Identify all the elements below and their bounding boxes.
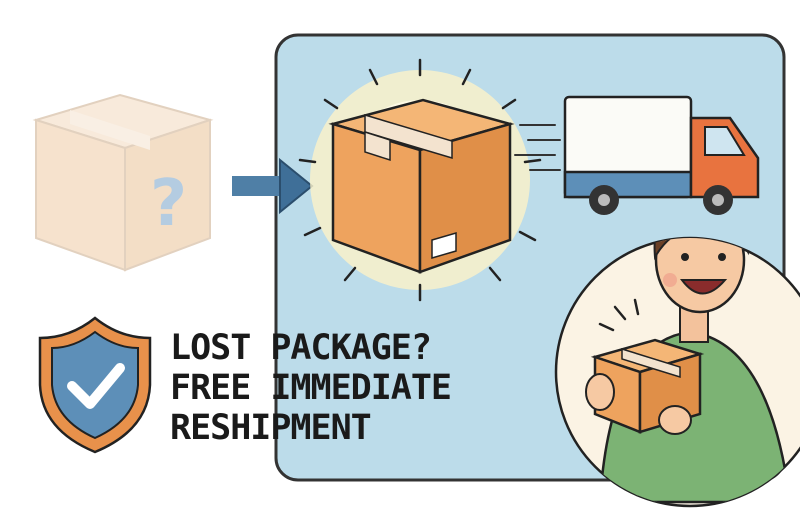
svg-text:?: ? — [150, 167, 187, 241]
happy-person-icon — [554, 236, 800, 508]
headline-line-1: LOST PACKAGE? — [170, 328, 432, 368]
glowing-box-icon — [298, 58, 542, 302]
headline-line-3: RESHIPMENT — [170, 408, 372, 448]
headline: LOST PACKAGE? FREE IMMEDIATE RESHIPMENT — [170, 328, 452, 448]
faded-box-question-icon: ? — [32, 93, 214, 272]
headline-line-2: FREE IMMEDIATE — [170, 368, 452, 408]
shield-check-icon — [38, 316, 152, 454]
arrow-right-icon — [232, 157, 314, 215]
delivery-truck-icon — [514, 95, 760, 215]
